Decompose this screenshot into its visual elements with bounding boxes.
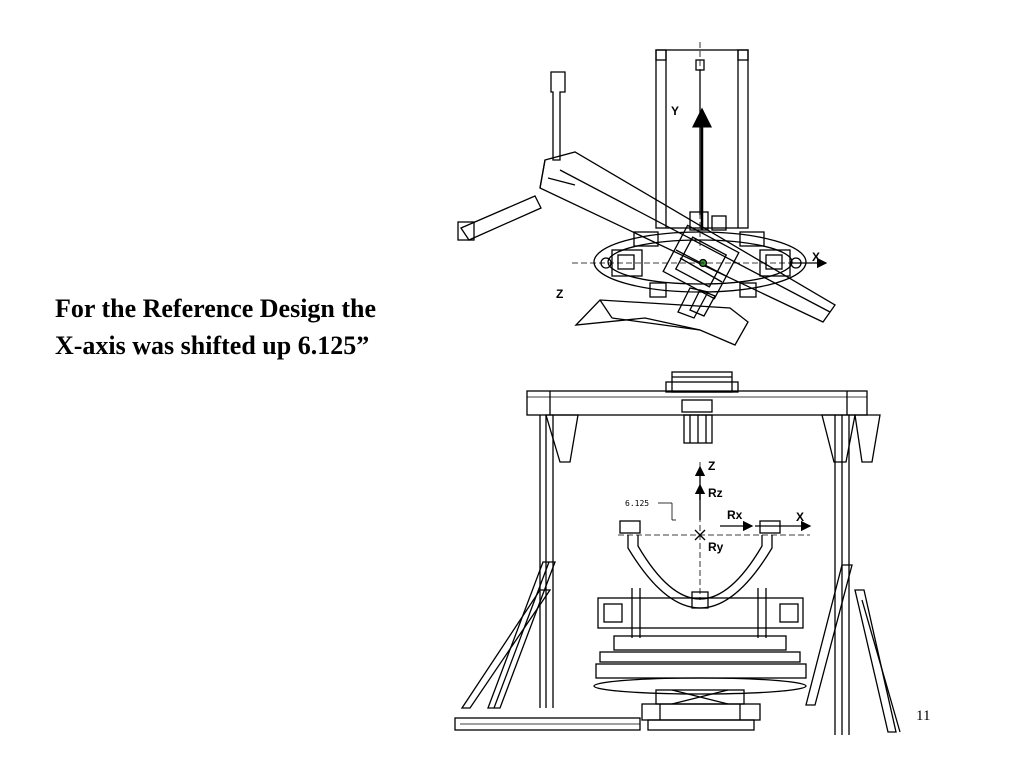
front-view-dimension-label: 6.125 — [625, 499, 649, 508]
front-view-rz-label: Rz — [708, 486, 723, 500]
front-view-ry-label: Ry — [708, 540, 724, 554]
top-view-x-label: X — [812, 250, 820, 264]
caption: For the Reference Design the X-axis was … — [55, 290, 495, 364]
front-view-z-label: Z — [708, 459, 715, 473]
caption-line-2: X-axis was shifted up 6.125” — [55, 331, 370, 360]
front-view-x-label: X — [796, 510, 804, 524]
caption-line-1: For the Reference Design the — [55, 294, 377, 323]
front-view-rx-label: Rx — [727, 508, 743, 522]
front-view-drawing — [454, 371, 901, 735]
page-number: 11 — [916, 708, 931, 724]
top-view-z-label: Z — [556, 287, 563, 301]
top-view-drawing — [457, 42, 836, 346]
top-view-y-label: Y — [671, 104, 679, 118]
